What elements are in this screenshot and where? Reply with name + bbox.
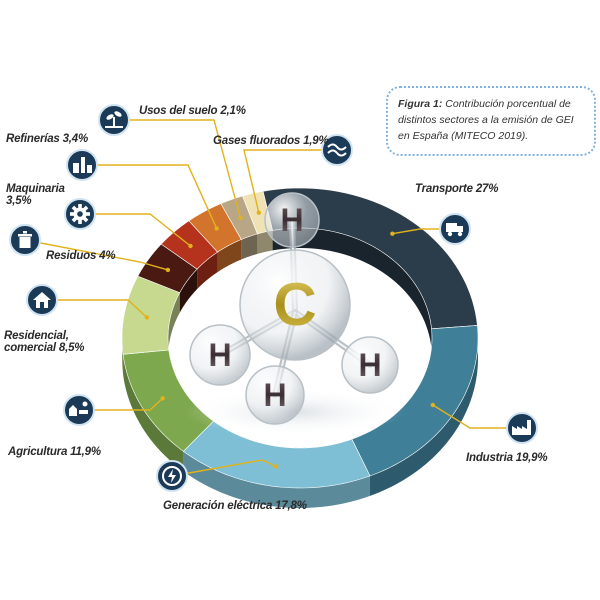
farm-icon xyxy=(63,394,95,426)
caption-text: Contribución porcentual de distintos sec… xyxy=(398,98,574,142)
slice-label-8: Usos del suelo 2,1% xyxy=(139,105,246,117)
hydrogen-atom-bottom-symbol: H xyxy=(263,377,286,413)
leader-dot-4 xyxy=(144,315,150,320)
ring-side-2 xyxy=(183,451,370,508)
slice-label-7: Refinerías 3,4% xyxy=(6,133,89,145)
leader-dot-2 xyxy=(273,464,279,469)
fluorine-gas-icon xyxy=(321,134,353,166)
leader-line-5 xyxy=(24,239,169,271)
leader-line-7 xyxy=(82,164,218,229)
caption-figure-label: Figura 1: xyxy=(398,98,443,110)
gear-icon xyxy=(64,198,96,230)
slice-label-2: Generación eléctrica 17,8% xyxy=(163,500,307,512)
sector-icons xyxy=(9,104,538,492)
slice-label-4: Residencial, comercial 8,5% xyxy=(4,330,85,354)
ring-inner-wall-4 xyxy=(168,292,180,370)
leader-line-6 xyxy=(80,213,191,247)
leader-dot-9 xyxy=(256,210,261,215)
refinery-icon xyxy=(66,149,98,181)
slice-label-5: Residuos 4% xyxy=(46,250,116,262)
hydrogen-atom-right-symbol: H xyxy=(358,347,381,383)
ring-inner-wall-8 xyxy=(241,233,258,260)
leader-line-1 xyxy=(432,404,522,429)
slice-label-0: Transporte 27% xyxy=(415,183,499,195)
leader-dot-1 xyxy=(430,402,435,408)
slice-label-9: Gases fluorados 1,9% xyxy=(213,135,329,147)
ring-side-1 xyxy=(369,325,478,496)
plant-icon xyxy=(98,104,130,136)
power-icon xyxy=(156,460,188,492)
ring-side-3 xyxy=(123,354,184,472)
factory-icon xyxy=(506,412,538,444)
hydrogen-atom-top: H xyxy=(264,192,320,248)
truck-icon xyxy=(439,213,471,245)
hydrogen-atom-bottom: H xyxy=(245,365,305,425)
slice-label-1: Industria 19,9% xyxy=(466,452,548,464)
slice-label-3: Agricultura 11,9% xyxy=(8,446,101,458)
ring-inner-wall-6 xyxy=(197,252,218,290)
hydrogen-atom-left: H xyxy=(189,324,251,386)
leader-dot-5 xyxy=(165,267,171,273)
leader-line-2 xyxy=(171,459,277,477)
leader-line-9 xyxy=(243,149,337,213)
slice-label-6: Maquinaria 3,5% xyxy=(6,183,65,207)
leader-dot-6 xyxy=(188,243,193,249)
hydrogen-atom-top-symbol: H xyxy=(280,202,303,238)
figure-caption: Figura 1: Contribución porcentual de dis… xyxy=(386,86,596,156)
leader-dot-7 xyxy=(214,226,219,231)
leader-line-3 xyxy=(79,397,164,411)
leader-line-4 xyxy=(42,299,148,319)
hydrogen-atom-right: H xyxy=(341,336,399,394)
ring-inner-wall-9 xyxy=(257,230,273,254)
hydrogen-atom-left-symbol: H xyxy=(208,337,231,373)
house-icon xyxy=(26,284,58,316)
trash-icon xyxy=(9,224,41,256)
leader-dot-3 xyxy=(160,396,165,401)
leader-line-8 xyxy=(114,119,242,219)
carbon-atom: C xyxy=(239,249,351,361)
carbon-atom-symbol: C xyxy=(273,271,316,338)
leader-dot-8 xyxy=(238,215,243,221)
ring-inner-wall-7 xyxy=(217,239,242,273)
ring-inner-wall-5 xyxy=(179,269,198,313)
leader-dot-0 xyxy=(390,231,395,236)
